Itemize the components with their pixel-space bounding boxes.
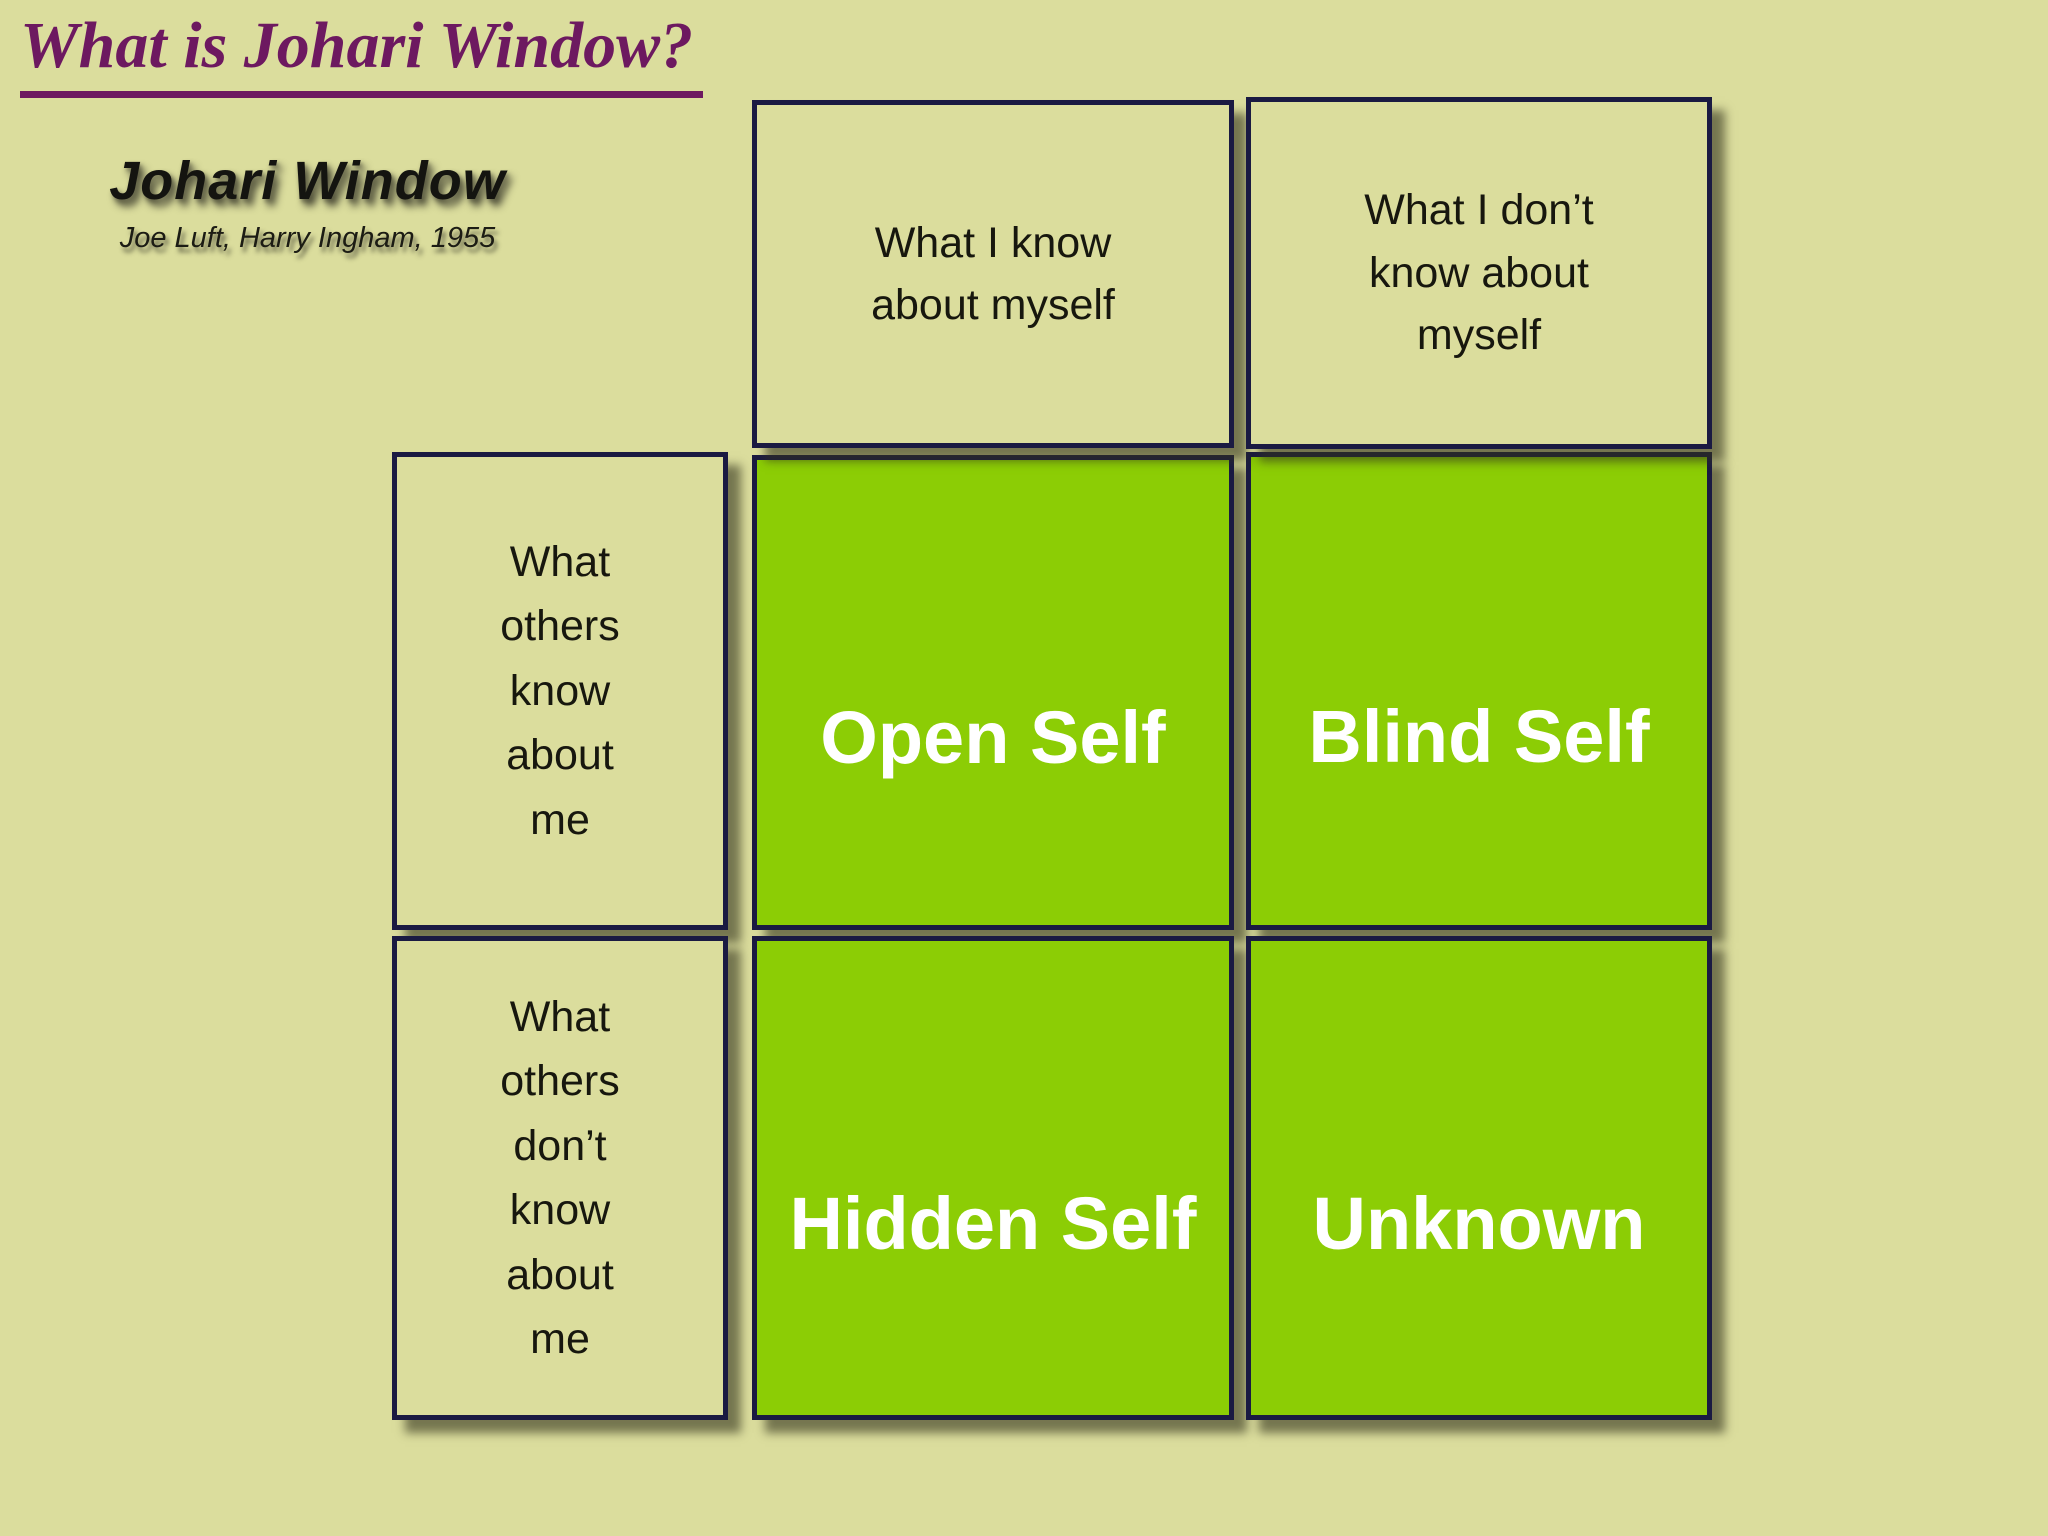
- page-title: What is Johari Window?: [20, 6, 704, 99]
- row-header-known-to-others: What others know about me: [392, 452, 728, 930]
- row-header-not-known-to-others: What others don’t know about me: [392, 936, 728, 1420]
- column-header-not-known-to-self: What I don’t know about myself: [1246, 97, 1712, 449]
- cell-blind-self: Blind Self: [1246, 452, 1712, 930]
- cell-open-self: Open Self: [752, 455, 1234, 930]
- johari-window-label: Johari Window Joe Luft, Harry Ingham, 19…: [85, 150, 530, 255]
- johari-window-title: Johari Window: [109, 151, 506, 211]
- johari-window-attribution: Joe Luft, Harry Ingham, 1955: [119, 222, 496, 254]
- column-header-known-to-self: What I know about myself: [752, 100, 1234, 448]
- cell-unknown: Unknown: [1246, 936, 1712, 1420]
- cell-hidden-self: Hidden Self: [752, 936, 1234, 1420]
